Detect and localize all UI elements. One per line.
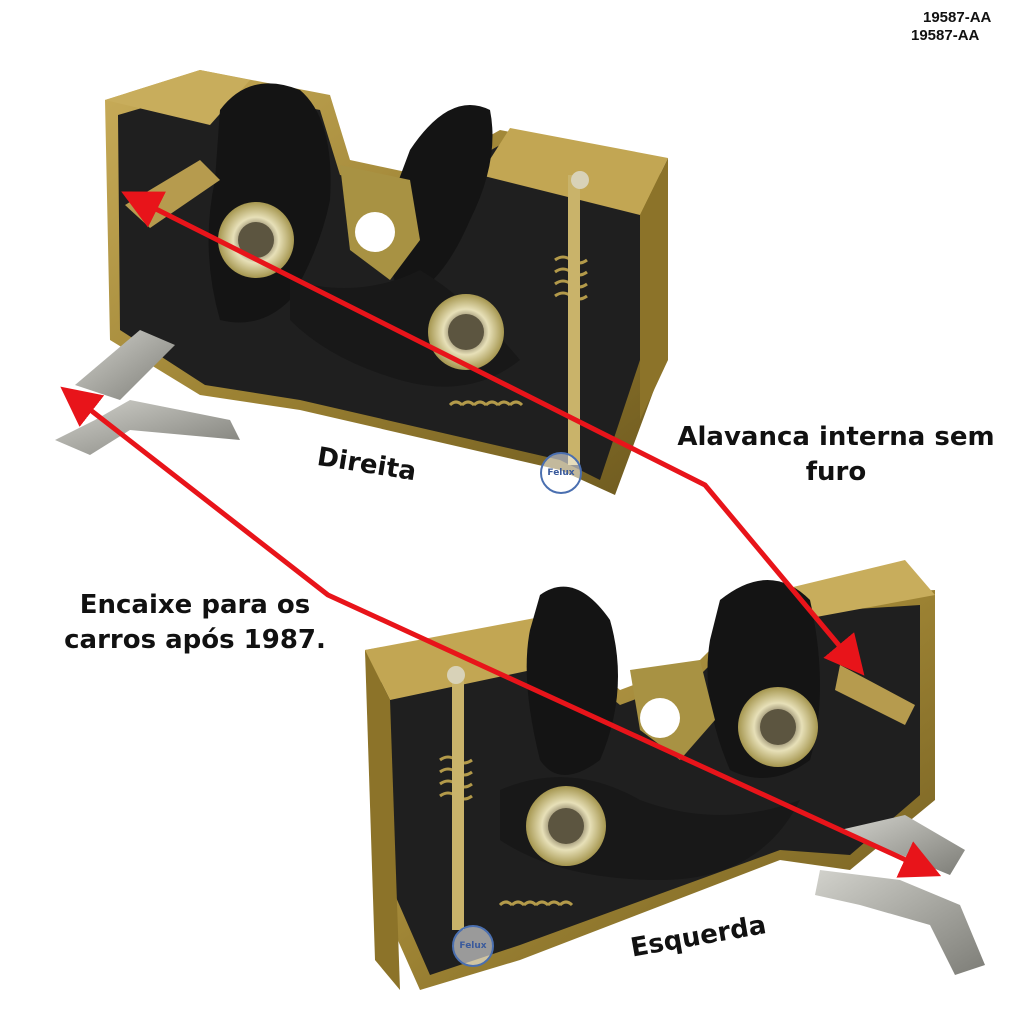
arrow-fit xyxy=(60,386,942,878)
watermark-badge: Felux xyxy=(452,925,494,967)
latch-right xyxy=(55,70,668,495)
label-fit-note: Encaixe para os carros após 1987. xyxy=(64,590,326,656)
part-code-2: 19587-AA xyxy=(911,27,980,44)
label-inner-lever-note: Alavanca interna sem furo xyxy=(677,422,995,488)
annotation-arrows xyxy=(60,191,942,878)
part-code-1: 19587-AA xyxy=(923,9,992,26)
watermark-badge: Felux xyxy=(540,452,582,494)
